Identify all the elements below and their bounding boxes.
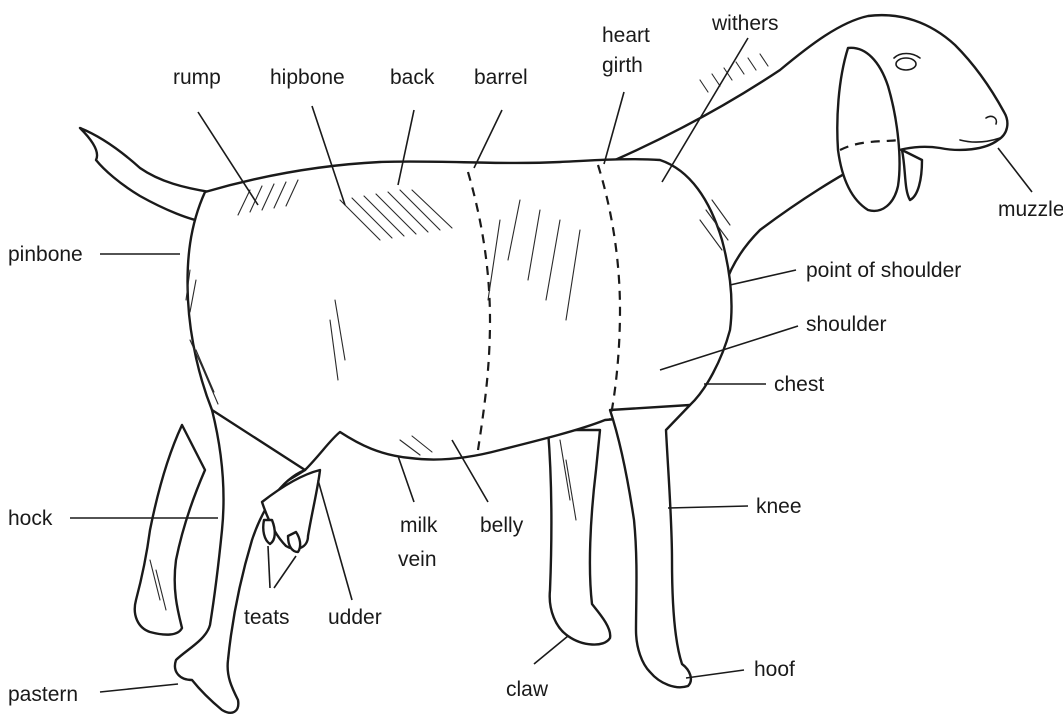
far-front-leg [548,430,610,645]
label-chest: chest [774,373,824,396]
label-rump: rump [173,66,221,89]
far-hind-leg [135,425,205,635]
label-hock: hock [8,507,53,530]
label-vein: vein [398,548,437,571]
label-udder: udder [328,606,382,629]
label-hoof: hoof [754,658,795,681]
label-shoulder: shoulder [806,313,887,336]
tail [80,128,210,222]
label-withers: withers [711,12,779,35]
goat-drawing [80,15,1007,713]
label-muzzle: muzzle [998,198,1063,221]
near-front-leg [610,405,691,687]
teat-1 [263,520,275,544]
label-back: back [390,66,435,89]
label-pinbone: pinbone [8,243,83,266]
label-point-of-shoulder: point of shoulder [806,259,961,282]
label-heart: heart [602,24,650,47]
label-knee: knee [756,495,802,518]
label-teats: teats [244,606,290,629]
label-claw: claw [506,678,549,701]
label-milk: milk [400,514,438,537]
label-girth: girth [602,54,643,77]
label-pastern: pastern [8,683,78,706]
jaw-tuft [902,150,922,200]
label-hipbone: hipbone [270,66,345,89]
label-barrel: barrel [474,66,528,89]
label-belly: belly [480,514,524,537]
